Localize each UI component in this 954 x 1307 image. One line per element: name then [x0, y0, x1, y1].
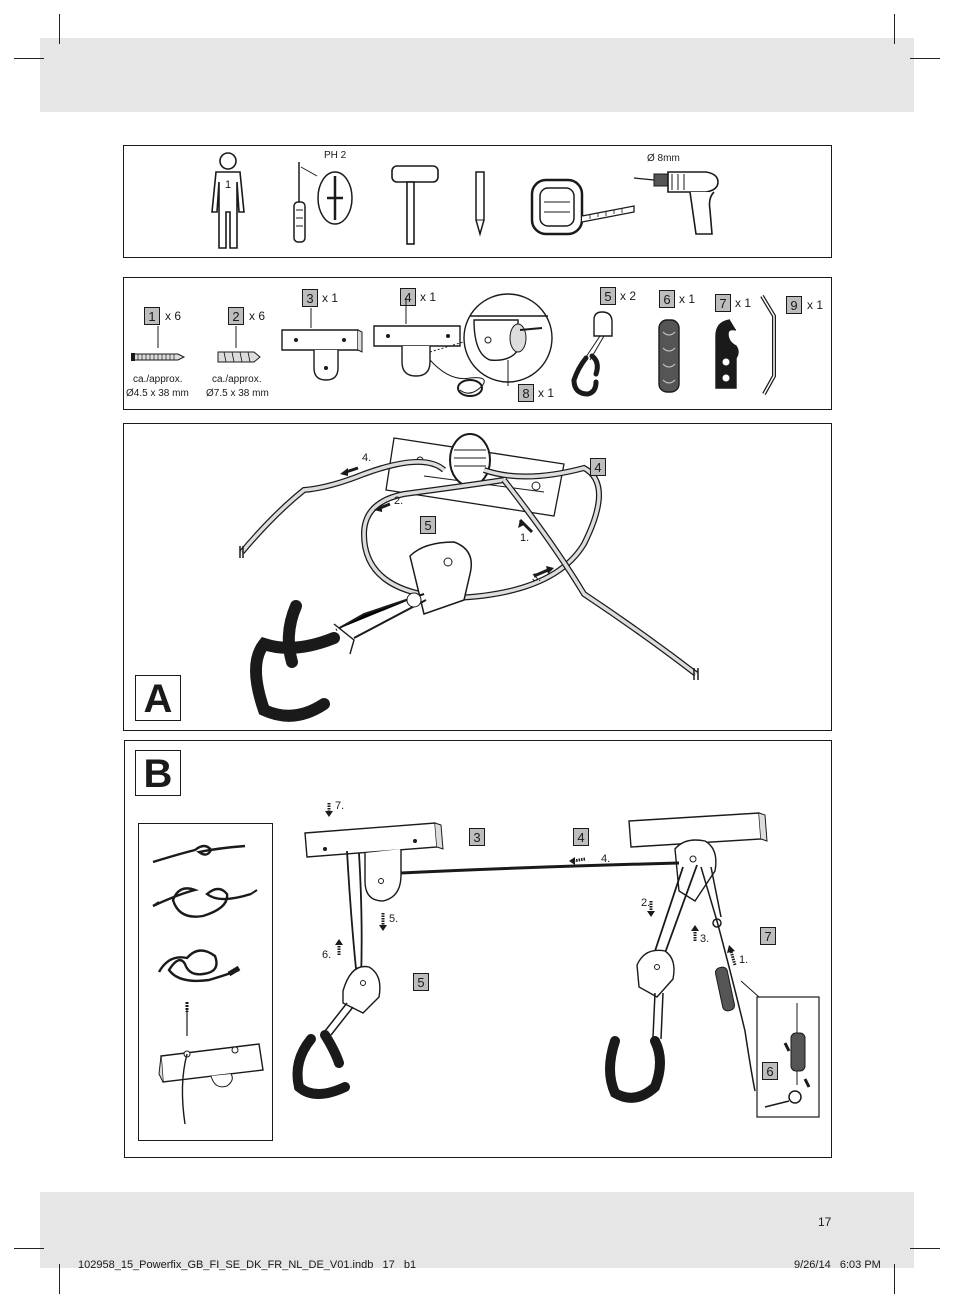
crop-mark: [894, 14, 895, 44]
part-desc-2: ca./approx.: [212, 374, 262, 385]
figure-b-label-5: 5: [413, 973, 429, 991]
figure-b-step-4: 4.: [601, 853, 611, 865]
part-number-9: 9: [786, 296, 802, 314]
figure-a-step-3: 3.: [532, 572, 542, 584]
pulley-bracket-icon: [373, 293, 553, 397]
figure-a-label-4: 4: [590, 458, 606, 476]
part-qty-1: x 6: [165, 309, 182, 323]
s-hook-icon: [715, 319, 739, 389]
person-icon: [211, 152, 245, 249]
knot-steps-drawing: [152, 844, 264, 1125]
part-qty-7: x 1: [735, 296, 752, 310]
crop-mark: [59, 1264, 60, 1294]
figure-b-panel: B: [124, 740, 832, 1158]
drill-size: Ø 8mm: [647, 153, 680, 164]
screwdriver-icon: [293, 162, 353, 243]
print-date: 9/26/14 6:03 PM: [794, 1259, 881, 1271]
figure-a-label-5: 5: [420, 516, 436, 534]
part-number-2: 2: [228, 307, 244, 325]
figure-b-step-7: 7.: [335, 800, 345, 812]
part-qty-2: x 6: [249, 309, 266, 323]
part-desc-1: ca./approx.: [133, 374, 183, 385]
hook-pulley-icon: [571, 311, 613, 397]
file-info: 102958_15_Powerfix_GB_FI_SE_DK_FR_NL_DE_…: [78, 1259, 417, 1271]
figure-b-step-5: 5.: [389, 913, 399, 925]
figure-b-label-7: 7: [760, 927, 776, 945]
part-number-6: 6: [659, 290, 675, 308]
figure-b-drawing: [292, 803, 820, 1118]
figure-b-letter: B: [135, 750, 181, 796]
tools-panel: 1 PH 2 Ø 8mm: [123, 145, 832, 258]
part-qty-9: x 1: [807, 298, 824, 312]
part-number-3: 3: [302, 289, 318, 307]
crop-mark: [14, 58, 44, 59]
figure-a-step-4: 4.: [362, 452, 372, 464]
wall-plug-icon: [217, 326, 261, 363]
part-qty-5: x 2: [620, 289, 637, 303]
screw-icon: [131, 326, 186, 361]
crop-mark: [894, 1264, 895, 1294]
drill-icon: [633, 171, 719, 235]
pencil-icon: [475, 171, 485, 237]
tape-measure-icon: [530, 178, 635, 236]
figure-b-step-3: 3.: [700, 933, 710, 945]
figure-a-letter: A: [135, 675, 181, 721]
part-number-5: 5: [600, 287, 616, 305]
figure-b-label-6: 6: [762, 1062, 778, 1080]
part-qty-8: x 1: [538, 386, 555, 400]
hammer-icon: [391, 165, 439, 245]
figure-b-label-4: 4: [573, 828, 589, 846]
part-qty-3: x 1: [322, 291, 339, 305]
page-number: 17: [818, 1215, 832, 1229]
part-dim-2: Ø7.5 x 38 mm: [206, 388, 269, 399]
knot-inset: [138, 823, 273, 1141]
figure-a-step-2: 2.: [394, 495, 404, 507]
figure-a-drawing: [239, 433, 699, 722]
part-qty-4: x 1: [420, 290, 437, 304]
part-number-4: 4: [400, 288, 416, 306]
persons-count: 1: [225, 179, 232, 191]
hanger-rail-icon: [760, 294, 776, 395]
part-qty-6: x 1: [679, 292, 696, 306]
mounting-bracket-icon: [281, 308, 363, 381]
figure-a-step-1: 1.: [520, 532, 530, 544]
figure-a-panel: 4 5 1. 2. 3. 4. A: [123, 423, 832, 731]
figure-b-step-1: 1.: [739, 954, 749, 966]
part-number-1: 1: [144, 307, 160, 325]
figure-b-step-6: 6.: [322, 949, 332, 961]
parts-panel: 1 x 6 ca./approx. Ø4.5 x 38 mm 2 x 6 ca.…: [123, 277, 832, 410]
screwdriver-size: PH 2: [324, 150, 347, 161]
grip-icon: [658, 319, 680, 393]
header-band: [40, 38, 914, 112]
figure-b-step-2: 2.: [641, 897, 651, 909]
part-number-8: 8: [518, 384, 534, 402]
part-dim-1: Ø4.5 x 38 mm: [126, 388, 189, 399]
crop-mark: [910, 58, 940, 59]
figure-b-label-3: 3: [469, 828, 485, 846]
footer-band: [40, 1192, 914, 1268]
crop-mark: [14, 1248, 44, 1249]
crop-mark: [59, 14, 60, 44]
crop-mark: [910, 1248, 940, 1249]
part-number-7: 7: [715, 294, 731, 312]
